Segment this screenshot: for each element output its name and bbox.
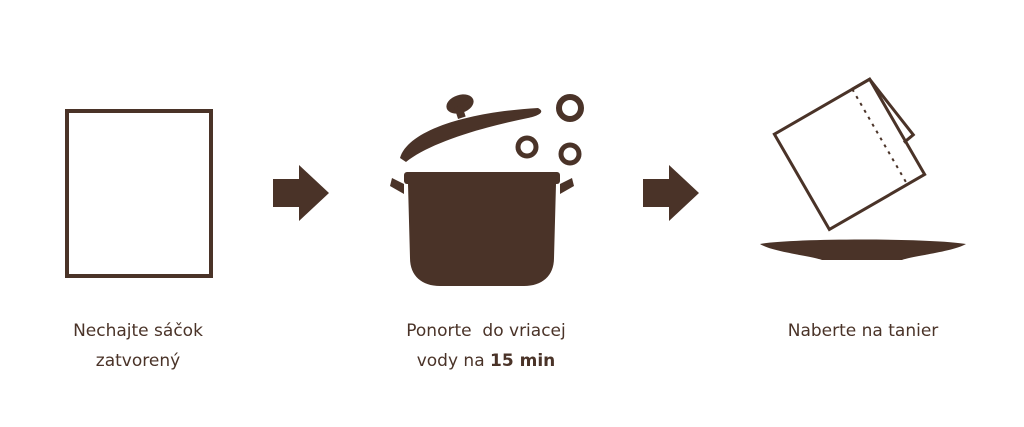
sealed-pouch-icon <box>65 109 213 278</box>
step-1-caption: Nechajte sáčok zatvorený <box>8 316 268 376</box>
step-1-caption-line-2: zatvorený <box>95 351 181 371</box>
boiling-pot-icon <box>390 94 584 286</box>
step-2-caption: Ponorte do vriacej vody na 15 min <box>356 316 616 376</box>
arrow-right-icon <box>273 165 329 221</box>
step-3-icon <box>752 60 972 270</box>
step-2-caption-duration: 15 min <box>490 351 556 371</box>
pour-onto-plate-icon <box>760 77 966 260</box>
step-1-caption-line-1: Nechajte sáčok <box>73 321 203 341</box>
arrow-2 <box>643 165 701 221</box>
step-2-caption-line-2-prefix: vody na <box>416 351 491 371</box>
arrow-right-icon <box>643 165 699 221</box>
step-3-caption: Naberte na tanier <box>733 316 993 346</box>
step-2-caption-line-2: vody na 15 min <box>356 346 616 376</box>
arrow-1 <box>273 165 331 221</box>
step-1-icon <box>60 104 218 280</box>
step-2-icon <box>388 90 588 290</box>
step-3-caption-line-1: Naberte na tanier <box>787 321 939 341</box>
step-2-caption-line-1: Ponorte do vriacej <box>406 321 566 341</box>
